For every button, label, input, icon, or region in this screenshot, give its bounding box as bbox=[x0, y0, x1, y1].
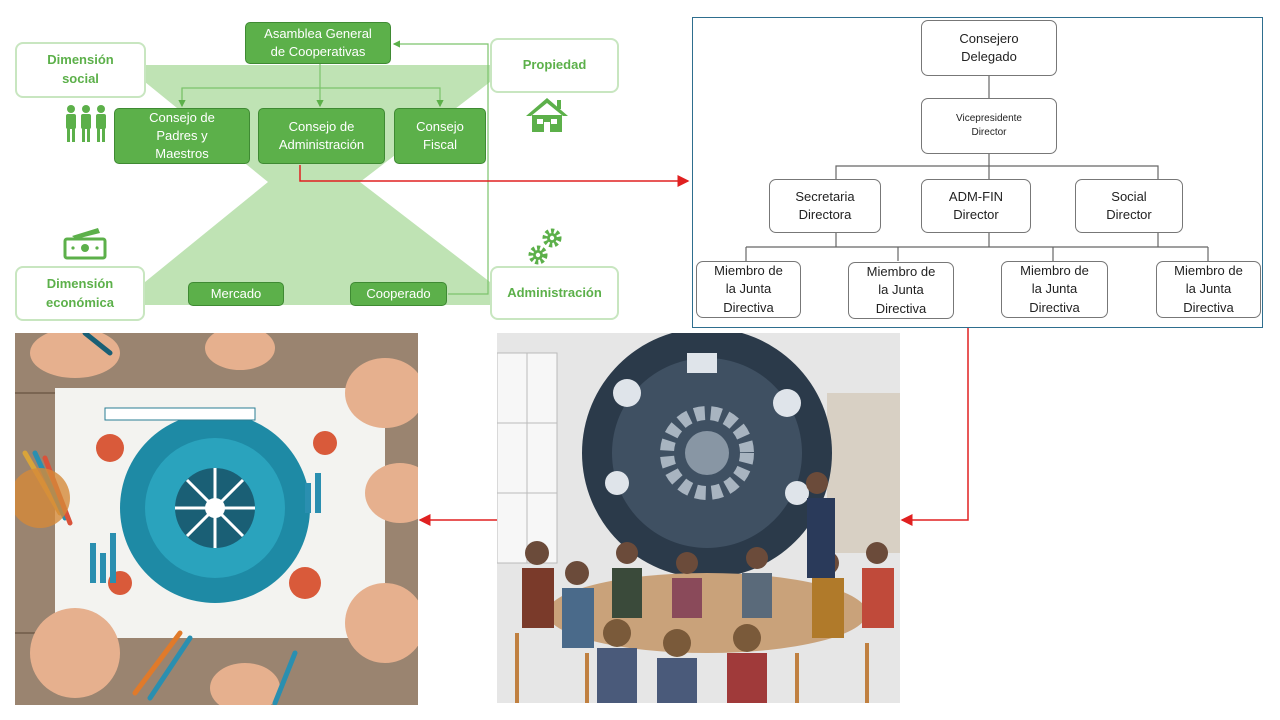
director-node: ADM-FIN Director bbox=[921, 179, 1031, 233]
asamblea-box: Asamblea General de Cooperativas bbox=[245, 22, 391, 64]
consejero-delegado-node: Consejero Delegado bbox=[921, 20, 1057, 76]
org-chart-connectors bbox=[745, 76, 1209, 261]
member-node: Miembro de la Junta Directiva bbox=[1156, 261, 1261, 318]
director-node: Social Director bbox=[1075, 179, 1183, 233]
mercado-box: Mercado bbox=[188, 282, 284, 306]
house-icon bbox=[526, 98, 568, 132]
member-node: Miembro de la Junta Directiva bbox=[1001, 261, 1108, 318]
red-arrows bbox=[418, 328, 969, 526]
org-chart: Consejero Delegado Vicepresidente Direct… bbox=[692, 17, 1263, 328]
gears-icon bbox=[528, 228, 562, 265]
consejo-padres-box: Consejo de Padres y Maestros bbox=[114, 108, 250, 164]
consejo-fiscal-box: Consejo Fiscal bbox=[394, 108, 486, 164]
propiedad-box: Propiedad bbox=[490, 38, 619, 93]
dimension-economica-box: Dimensión económica bbox=[15, 266, 145, 321]
cooperative-meeting-photo bbox=[497, 333, 900, 703]
cooperado-box: Cooperado bbox=[350, 282, 447, 306]
hourglass-band bbox=[145, 65, 490, 305]
vicepresidente-node: Vicepresidente Director bbox=[921, 98, 1057, 154]
member-node: Miembro de la Junta Directiva bbox=[696, 261, 801, 318]
director-node: Secretaria Directora bbox=[769, 179, 881, 233]
people-icon bbox=[66, 105, 106, 142]
red-arrow-to-orgchart bbox=[299, 165, 690, 187]
member-node: Miembro de la Junta Directiva bbox=[848, 262, 954, 319]
dimension-social-box: Dimensión social bbox=[15, 42, 146, 98]
administracion-box: Administración bbox=[490, 266, 619, 320]
education-infographic-photo bbox=[15, 333, 418, 705]
money-icon bbox=[63, 228, 107, 260]
consejo-administracion-box: Consejo de Administración bbox=[258, 108, 385, 164]
